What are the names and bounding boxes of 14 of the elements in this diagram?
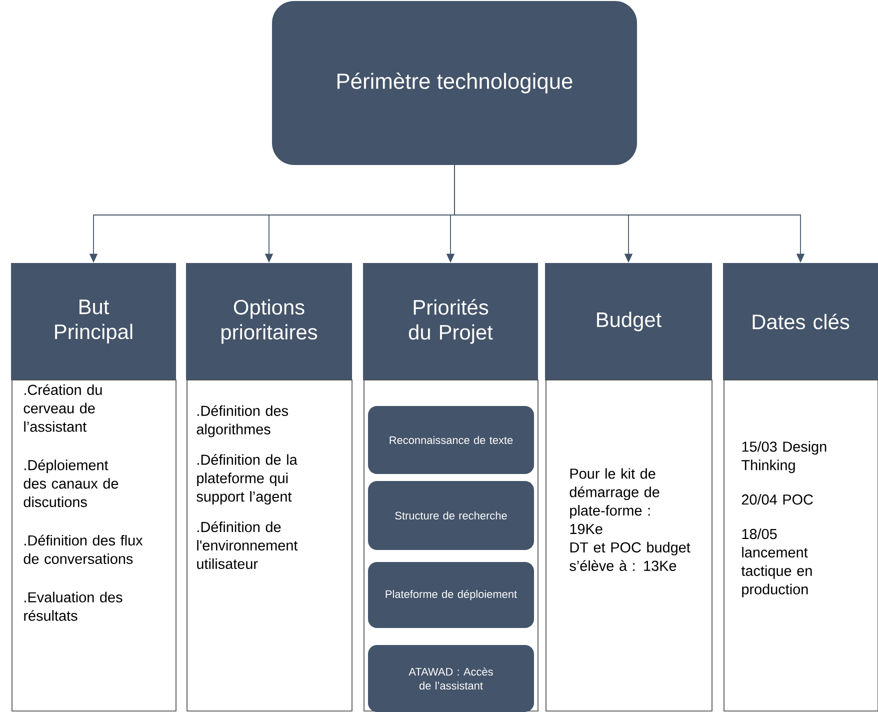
priority-box: Reconnaissance de texte [368,406,534,474]
text-panel: Pour le kit de démarrage de plate-forme : 19Ke DT et POC budget s’élève à : 13Ke [546,380,712,712]
priority-box: ATAWAD : Accès de l’assistant [368,645,534,712]
header-box: Priorités du Projet [363,263,538,380]
header-box: But Principal [11,263,176,380]
priority-box: Structure de recherche [368,481,534,550]
header-box: Dates clés [723,263,878,380]
header-box: Options prioritaires [186,263,352,380]
priority-box: Plateforme de déploiement [368,562,534,628]
text-panel: .Définition des algorithmes .Définition de la plateforme qui support l’agent .Définition de l'environnement utilisateur [186,380,352,712]
text-panel: .Création du cerveau de l’assistant .Déploiement des canaux de discutions .Définition des flux de conversations .Evaluation des résultats [12,380,176,712]
header-box: Budget [545,263,712,380]
root-box: Périmètre technologique [272,1,637,165]
text-panel: 15/03 Design Thinking 20/04 POC 18/05 lancement tactique en production [724,380,878,712]
